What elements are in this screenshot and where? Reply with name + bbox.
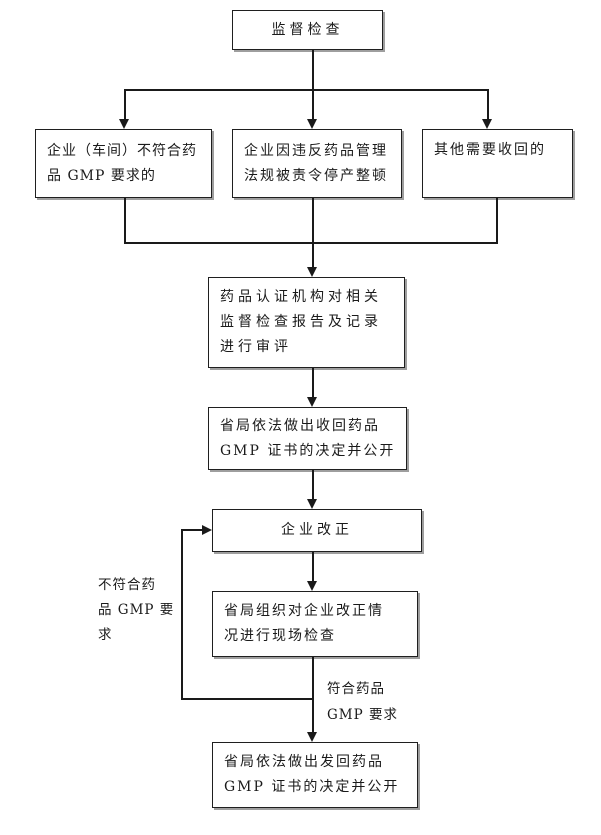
edge-onsite-to-return xyxy=(312,657,314,732)
node-certification-review: 药品认证机构对相关 监督检查报告及记录 进行审评 xyxy=(208,277,405,368)
edge-withdraw-to-correction xyxy=(312,470,314,499)
label-compliant-line1: 符合药品 xyxy=(327,681,385,697)
node-nonconform-line1: 企业（车间）不符合药 xyxy=(47,142,197,159)
arrowhead-right-branch xyxy=(482,119,492,129)
edge-drop-left xyxy=(124,89,126,119)
node-supervision: 监督检查 xyxy=(232,10,383,50)
label-compliant-line2: GMP 要求 xyxy=(327,707,398,723)
arrowhead-to-correction xyxy=(307,499,317,509)
edge-loop-up xyxy=(181,529,183,699)
edge-merge-left xyxy=(124,198,126,243)
node-nonconform-line2: 品 GMP 要求的 xyxy=(47,167,156,184)
edge-review-to-withdraw xyxy=(312,368,314,397)
edge-loop-bottom xyxy=(181,698,313,700)
label-compliant: 符合药品 GMP 要求 xyxy=(327,676,398,728)
arrowhead-to-withdraw xyxy=(307,397,317,407)
node-correction-label: 企业改正 xyxy=(281,522,353,538)
node-return-line2: GMP 证书的决定并公开 xyxy=(224,779,400,795)
node-onsite-line1: 省局组织对企业改正情 xyxy=(224,603,384,619)
arrowhead-to-onsite xyxy=(307,581,317,591)
arrowhead-middle-branch xyxy=(307,119,317,129)
node-onsite-inspection: 省局组织对企业改正情 况进行现场检查 xyxy=(212,591,418,657)
node-return-decision: 省局依法做出发回药品 GMP 证书的决定并公开 xyxy=(212,742,418,808)
node-correction: 企业改正 xyxy=(212,509,422,552)
node-other-line1: 其他需要收回的 xyxy=(434,142,546,158)
arrowhead-left-branch xyxy=(119,119,129,129)
label-noncompliant-line2: 品 GMP 要 xyxy=(98,602,175,618)
node-violation-line2: 法规被责令停产整顿 xyxy=(244,167,388,184)
node-withdraw-line1: 省局依法做出收回药品 xyxy=(220,417,380,434)
edge-drop-right xyxy=(487,89,489,119)
label-noncompliant: 不符合药 品 GMP 要 求 xyxy=(98,573,174,648)
node-onsite-line2: 况进行现场检查 xyxy=(224,628,336,644)
arrowhead-to-review xyxy=(307,267,317,277)
node-review-line3: 进行审评 xyxy=(220,339,292,355)
node-withdraw-decision: 省局依法做出收回药品 GMP 证书的决定并公开 xyxy=(208,407,407,470)
label-noncompliant-line3: 求 xyxy=(98,627,113,643)
edge-correction-to-onsite xyxy=(312,552,314,581)
edge-merge-bar xyxy=(124,242,498,244)
arrowhead-to-return xyxy=(307,732,317,742)
node-review-line1: 药品认证机构对相关 xyxy=(220,289,382,305)
edge-merge-right xyxy=(496,198,498,243)
arrowhead-loop-to-correction xyxy=(202,525,212,535)
edge-merge-middle xyxy=(312,198,314,243)
node-review-line2: 监督检查报告及记录 xyxy=(220,314,382,330)
node-violation-line1: 企业因违反药品管理 xyxy=(244,142,388,159)
node-violation-suspension: 企业因违反药品管理 法规被责令停产整顿 xyxy=(232,129,402,198)
label-noncompliant-line1: 不符合药 xyxy=(98,577,156,593)
node-nonconform-gmp: 企业（车间）不符合药 品 GMP 要求的 xyxy=(35,129,212,198)
edge-loop-into-correction xyxy=(181,529,202,531)
node-withdraw-line2: GMP 证书的决定并公开 xyxy=(220,442,396,459)
edge-merge-stem xyxy=(312,243,314,267)
node-return-line1: 省局依法做出发回药品 xyxy=(224,754,384,770)
edge-drop-middle xyxy=(312,89,314,119)
edge-supervision-stem xyxy=(312,50,314,89)
edge-distribution-bar xyxy=(124,89,489,91)
node-other-recall: 其他需要收回的 xyxy=(422,129,573,198)
node-supervision-label: 监督检查 xyxy=(271,21,344,38)
